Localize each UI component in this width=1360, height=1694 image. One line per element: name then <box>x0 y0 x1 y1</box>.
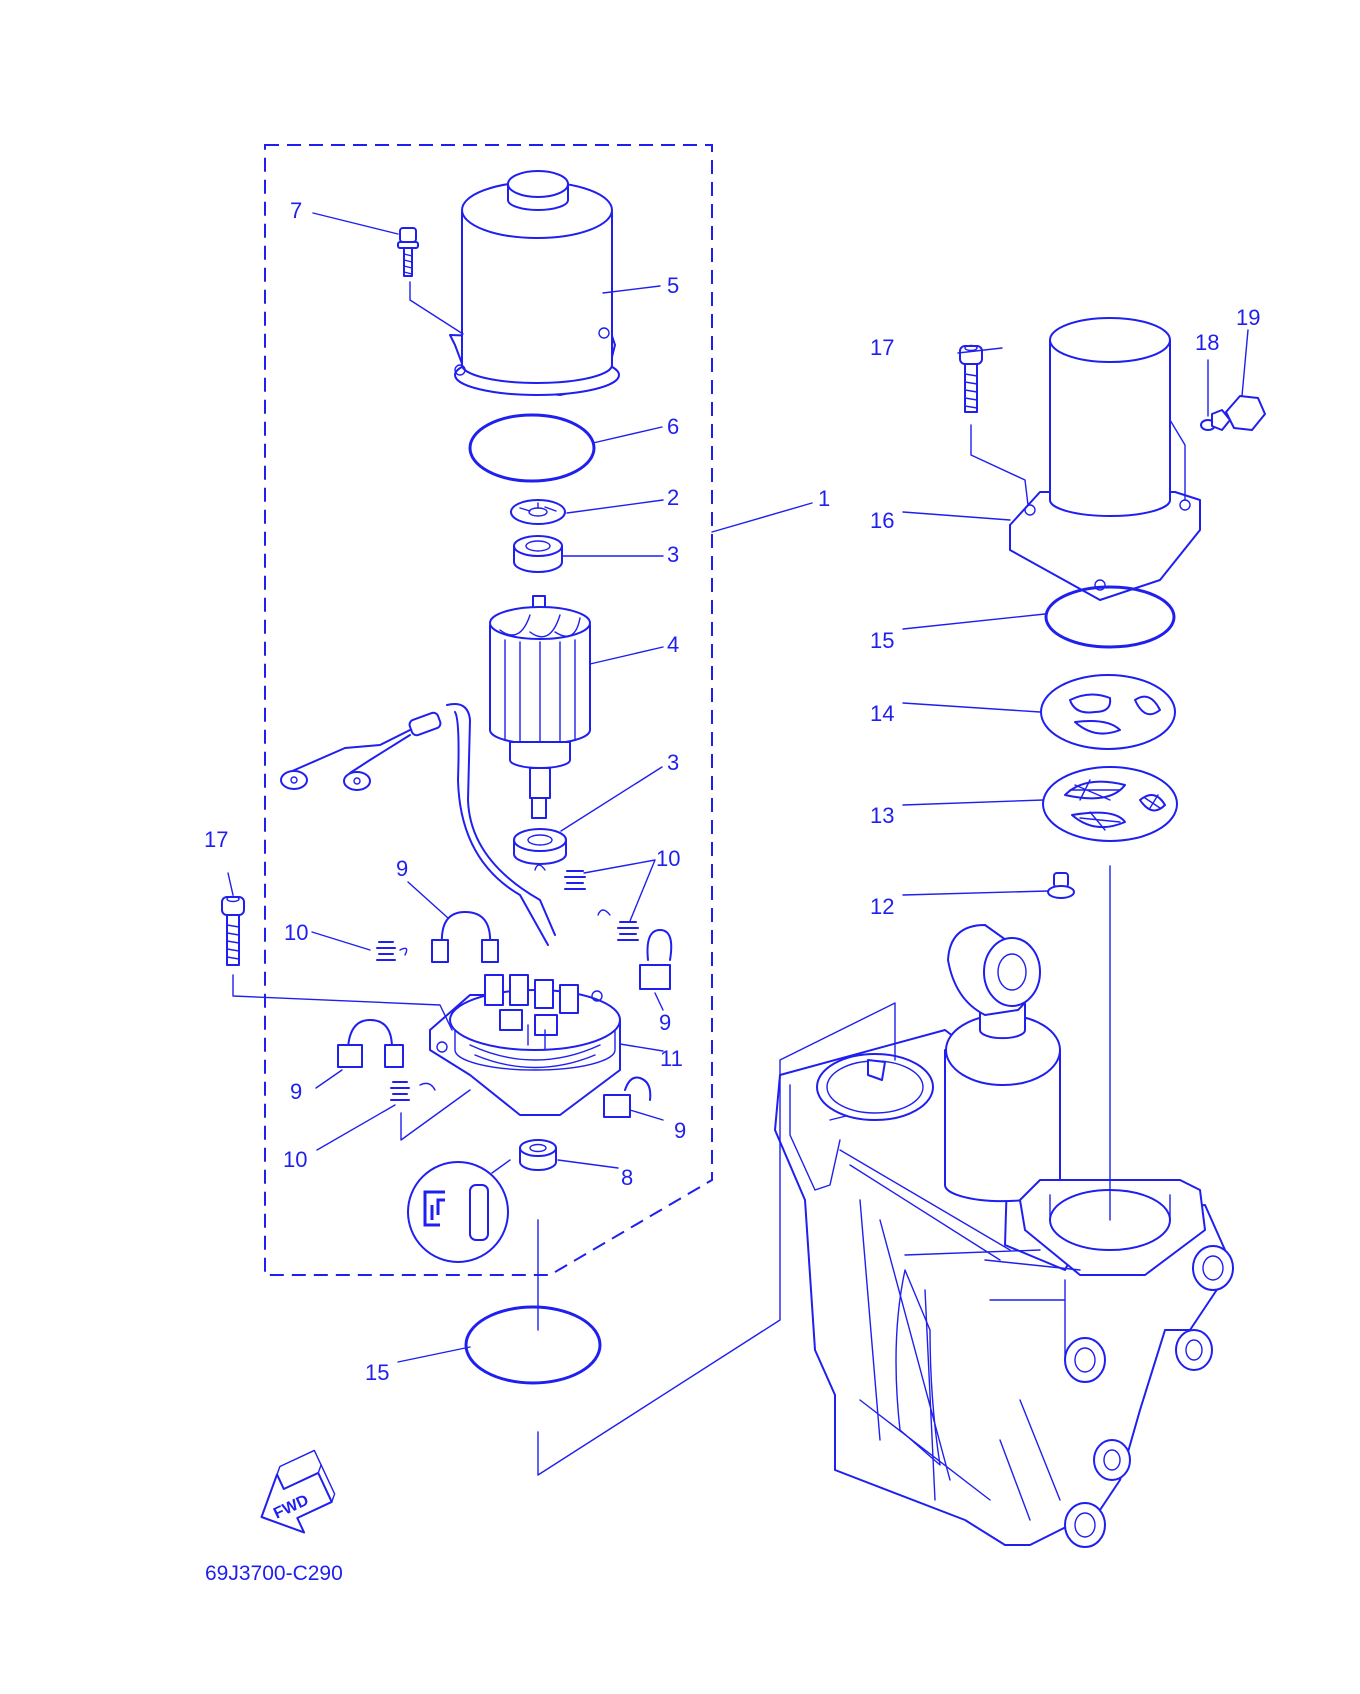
label-9-upper: 9 <box>396 856 408 881</box>
tilt-cylinder-housing <box>774 924 1234 1548</box>
drawing-code: 69J3700-C290 <box>205 1562 343 1585</box>
label-1: 1 <box>818 486 830 511</box>
label-15-upper: 15 <box>870 628 894 653</box>
assembly-connection-line <box>537 1002 896 1476</box>
label-13: 13 <box>870 803 894 828</box>
washer-2 <box>510 499 566 525</box>
leader-lines <box>227 212 1249 1363</box>
label-11: 11 <box>660 1046 683 1071</box>
label-9-right: 9 <box>659 1010 671 1035</box>
seal-detail-view <box>407 1159 511 1263</box>
label-10-left: 10 <box>284 920 308 945</box>
brush-9-upper-left <box>431 911 499 963</box>
label-9-lower: 9 <box>674 1118 686 1143</box>
brush-9-left <box>337 1019 404 1068</box>
label-8: 8 <box>621 1165 633 1190</box>
label-15-lower: 15 <box>365 1360 389 1385</box>
label-16: 16 <box>870 508 894 533</box>
brush-holder-11 <box>429 974 621 1116</box>
screw-7 <box>397 227 464 335</box>
o-ring-6 <box>468 413 596 483</box>
assembly-boundary <box>264 144 713 1276</box>
gasket-14 <box>1040 674 1176 750</box>
brush-9-right <box>639 929 673 990</box>
label-19: 19 <box>1236 305 1260 330</box>
label-17-left: 17 <box>204 827 228 852</box>
plug-12 <box>1047 872 1075 899</box>
label-4: 4 <box>667 632 679 657</box>
label-6: 6 <box>667 414 679 439</box>
fwd-arrow-icon <box>260 1449 336 1534</box>
plug-19 <box>1211 395 1266 431</box>
label-10-upper: 10 <box>656 846 680 871</box>
bearing-3-upper <box>513 535 563 573</box>
label-9-left: 9 <box>290 1079 302 1104</box>
label-10-lower: 10 <box>283 1147 307 1172</box>
label-5: 5 <box>667 273 679 298</box>
label-2: 2 <box>667 485 679 510</box>
o-ring-15-upper <box>1044 585 1176 649</box>
part-labels: 7 5 6 2 3 1 4 3 10 9 17 10 9 11 9 9 10 8… <box>204 198 1260 1385</box>
o-ring-15-lower <box>464 1305 602 1385</box>
armature-4 <box>489 595 591 819</box>
label-12: 12 <box>870 894 894 919</box>
seal-8 <box>519 1139 557 1171</box>
reservoir-cap-16 <box>1009 317 1201 601</box>
motor-housing <box>449 170 620 396</box>
lead-wires <box>280 703 556 946</box>
brush-9-lower-right <box>603 1076 652 1118</box>
bolt-17-left <box>221 895 453 1031</box>
label-3-upper: 3 <box>667 542 679 567</box>
label-17-right: 17 <box>870 335 894 360</box>
bearing-3-lower <box>513 828 567 865</box>
filter-13 <box>1042 766 1178 842</box>
label-7: 7 <box>290 198 302 223</box>
label-18: 18 <box>1195 330 1219 355</box>
label-14: 14 <box>870 701 894 726</box>
label-3-lower: 3 <box>667 750 679 775</box>
bolt-17-right <box>959 344 1029 506</box>
springs-10 <box>376 864 639 1101</box>
